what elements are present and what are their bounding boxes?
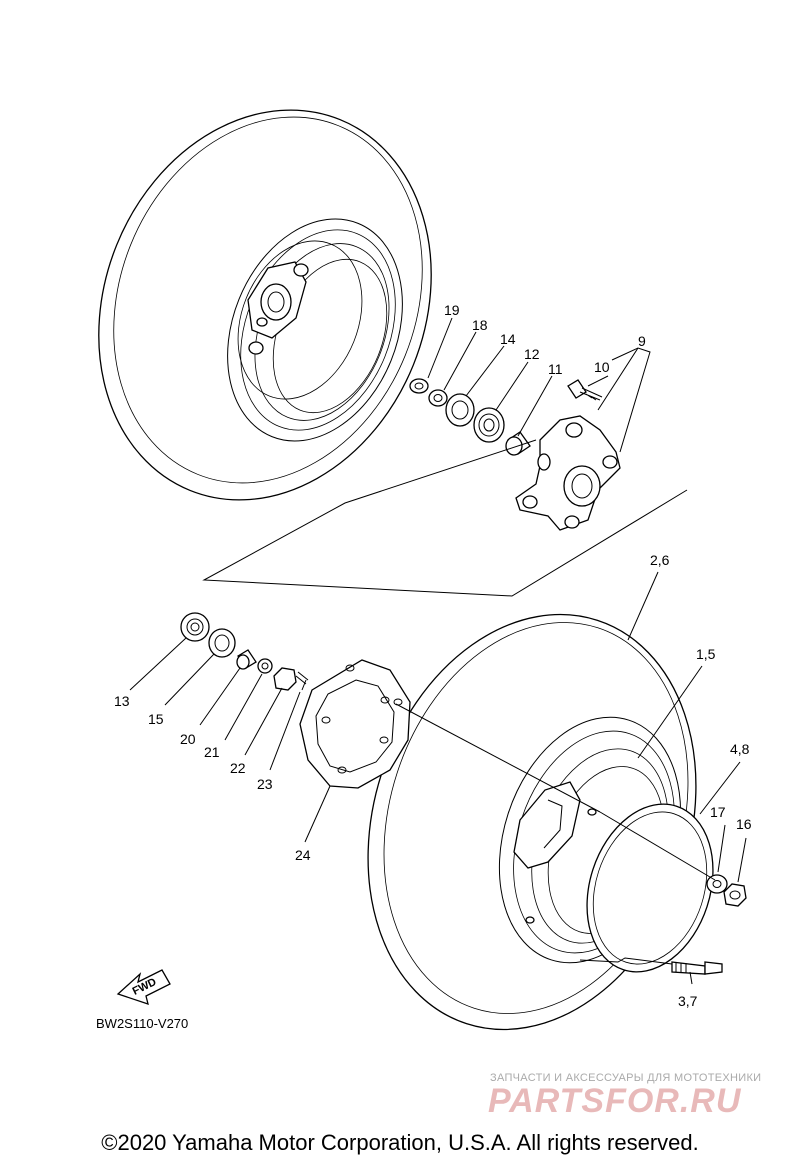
part-10-bolt <box>567 379 603 401</box>
part-20-collar <box>236 649 257 670</box>
part-3-7-valve <box>579 957 723 975</box>
part-22-nut <box>273 667 297 691</box>
part-14-seal <box>445 393 475 427</box>
part-21-washer <box>257 658 273 674</box>
part-9-hub <box>515 415 621 531</box>
callout-16: 16 <box>736 816 752 832</box>
callout-13: 13 <box>114 693 130 709</box>
part-13-bearing <box>180 612 210 642</box>
watermark-logo: PARTSFOR.RU <box>488 1082 742 1120</box>
callout-3-7: 3,7 <box>678 993 698 1009</box>
diagram-code: BW2S110-V270 <box>96 1016 188 1031</box>
callout-9: 9 <box>638 333 646 349</box>
part-11-spacer <box>505 431 531 456</box>
callout-11: 11 <box>548 361 563 377</box>
callout-2-6: 2,6 <box>650 552 670 568</box>
callout-14: 14 <box>500 331 516 347</box>
callout-21: 21 <box>204 744 220 760</box>
part-18-collar <box>428 389 448 407</box>
callout-10: 10 <box>594 359 610 375</box>
fwd-arrow-icon: FWD <box>116 969 171 1005</box>
copyright-text: ©2020 Yamaha Motor Corporation, U.S.A. A… <box>101 1130 699 1155</box>
lower-wheel <box>367 613 714 1031</box>
callout-23: 23 <box>257 776 273 792</box>
callout-1-5: 1,5 <box>696 646 716 662</box>
leader-lines-lower <box>129 571 747 985</box>
callout-22: 22 <box>230 760 246 776</box>
watermark-subtitle: ЗАПЧАСТИ И АКСЕССУАРЫ ДЛЯ МОТОТЕХНИКИ <box>490 1072 762 1084</box>
callout-4-8: 4,8 <box>730 741 750 757</box>
part-15-seal <box>208 628 236 658</box>
callout-15: 15 <box>148 711 164 727</box>
callout-18: 18 <box>472 317 488 333</box>
part-23-pin <box>295 671 309 691</box>
part-17-washer <box>706 874 728 894</box>
part-24-brake-disc <box>299 659 411 789</box>
callout-17: 17 <box>710 804 726 820</box>
hub-parts-lower <box>180 612 411 789</box>
leader-lines-upper <box>202 317 688 597</box>
lower-wheel-hub <box>513 781 597 924</box>
upper-wheel <box>98 109 432 501</box>
callout-19: 19 <box>444 302 460 318</box>
upper-wheel-hub <box>247 261 309 355</box>
part-16-nut <box>723 883 747 907</box>
part-12-bearing <box>473 407 505 443</box>
callout-24: 24 <box>295 847 311 863</box>
callout-12: 12 <box>524 346 540 362</box>
callout-20: 20 <box>180 731 196 747</box>
part-19-washer <box>409 378 429 394</box>
callout-labels: 19 18 14 12 11 10 9 2,6 1,5 4,8 17 16 3,… <box>96 302 752 1031</box>
hub-parts-upper <box>409 378 621 531</box>
